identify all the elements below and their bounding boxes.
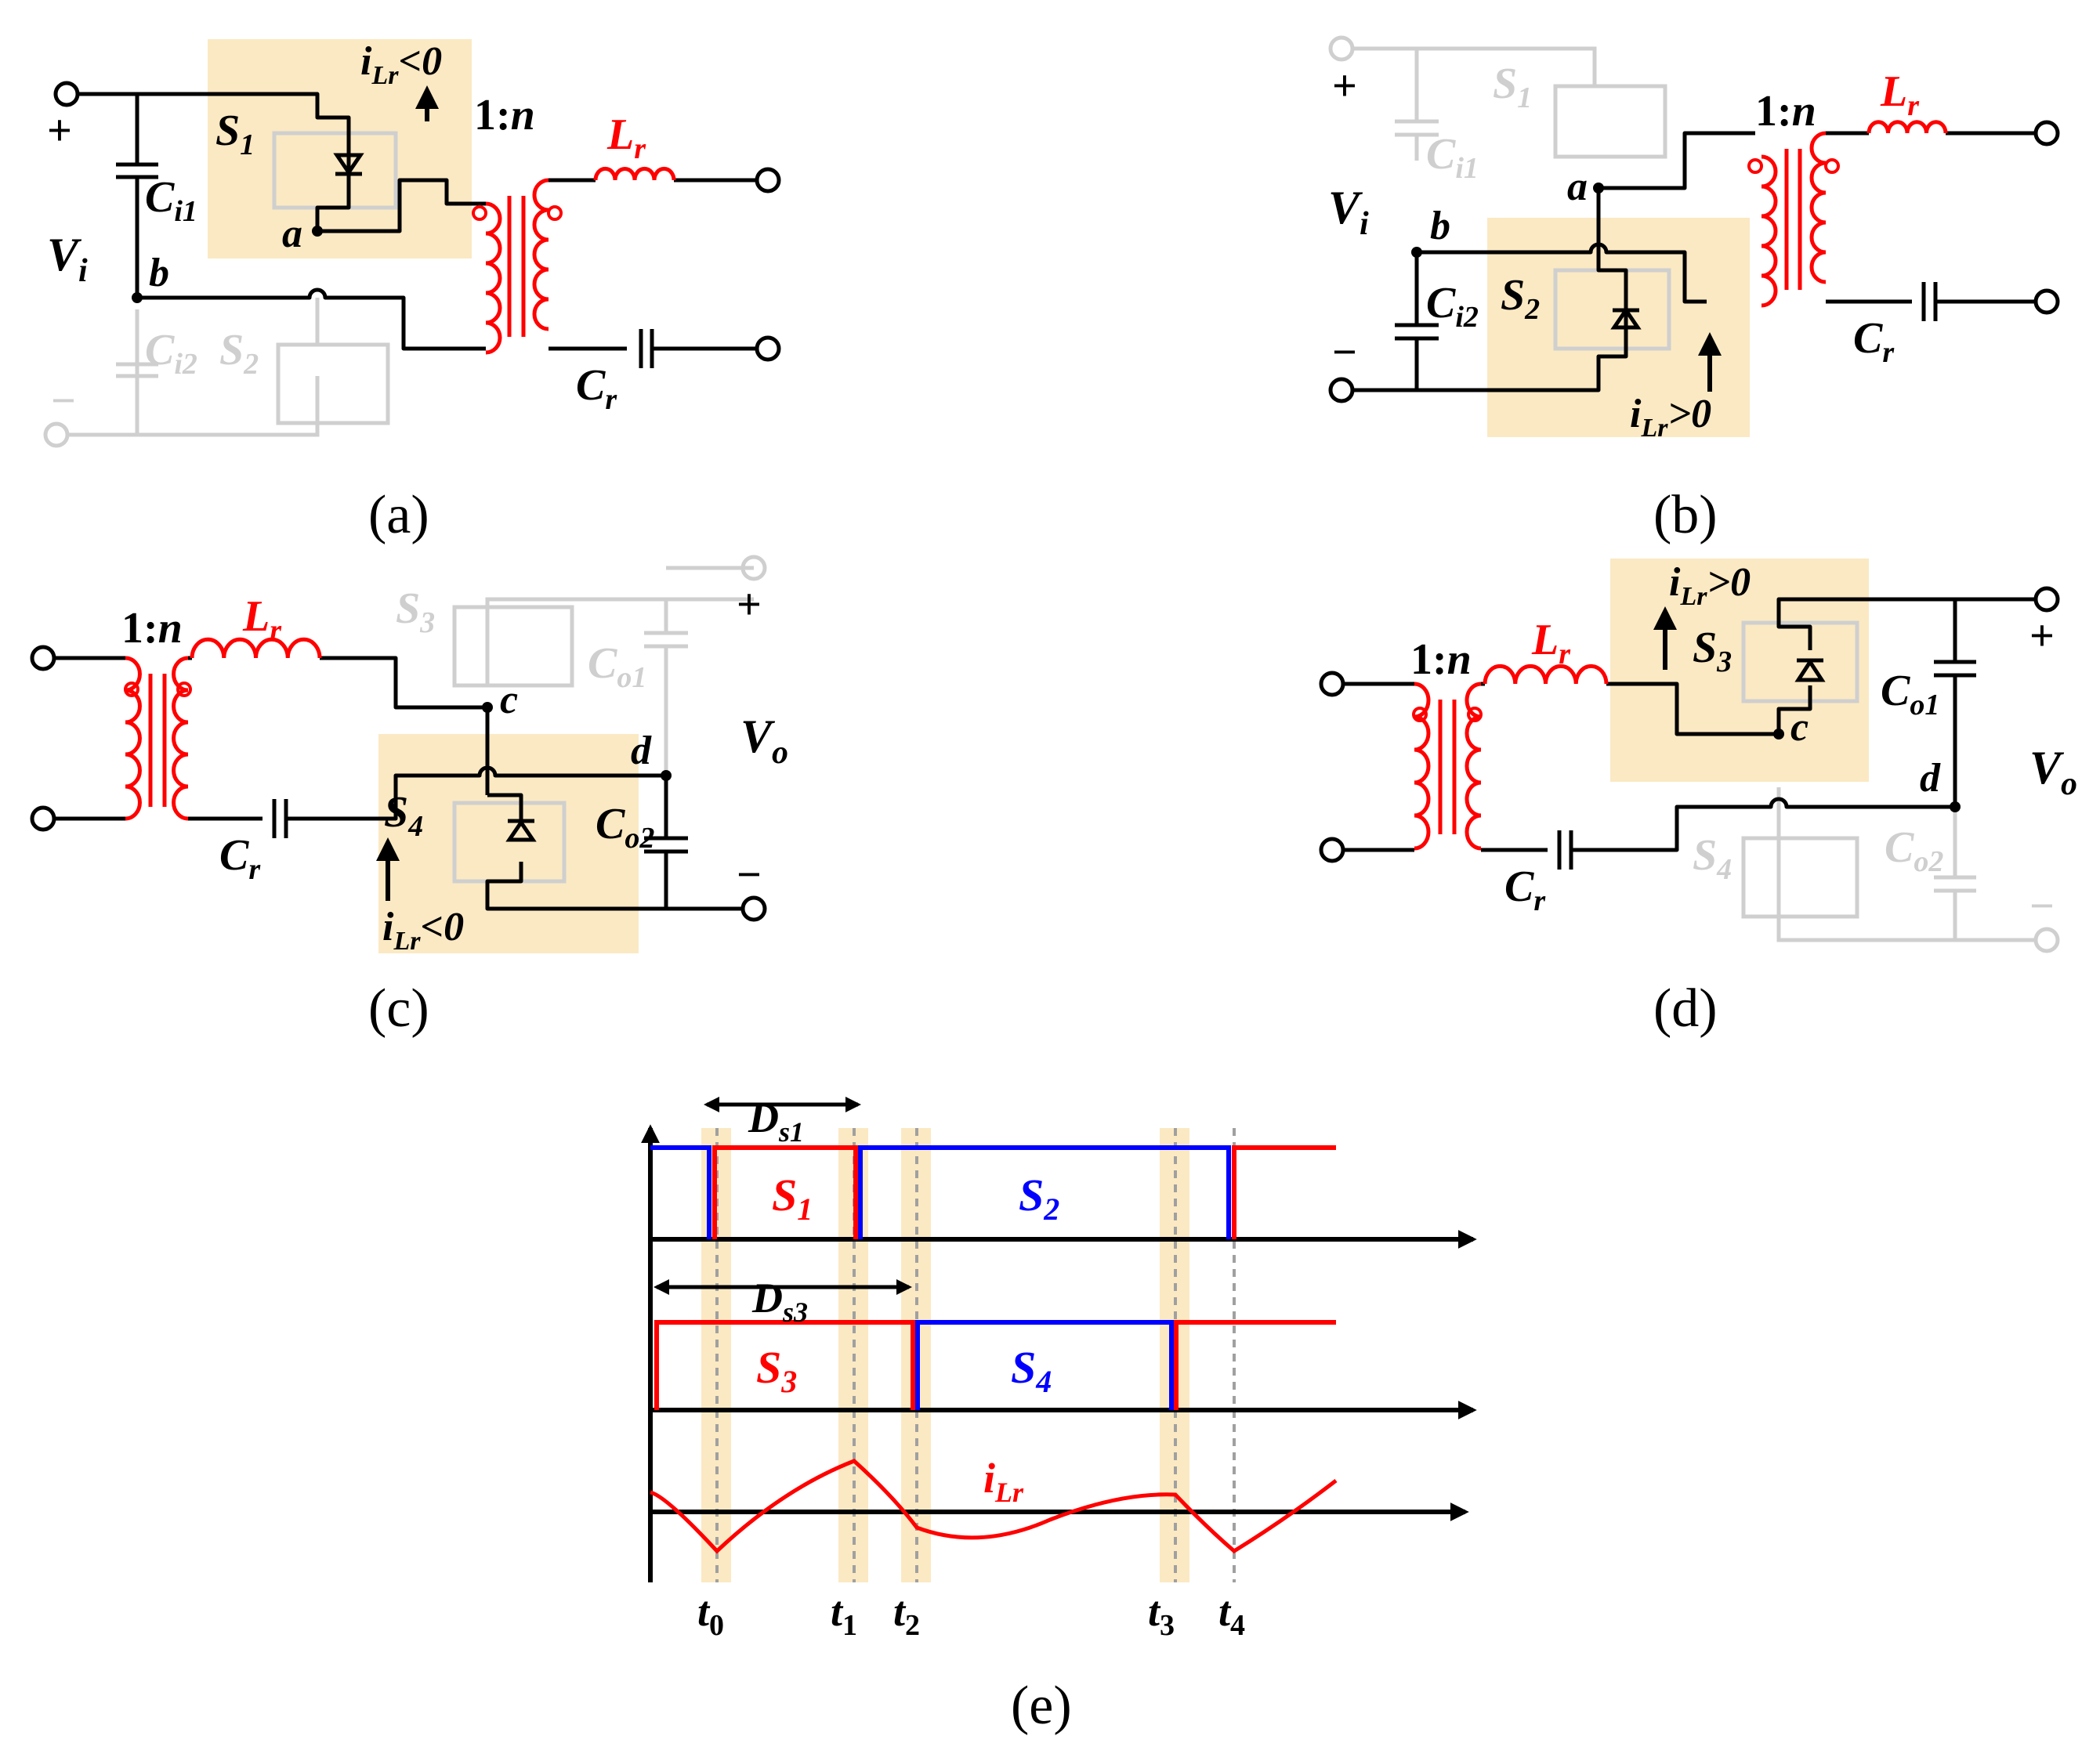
node-a-label: a	[282, 212, 302, 256]
ilr-waveform	[650, 1459, 1338, 1554]
s3-timing-label: S3	[756, 1342, 797, 1399]
co1-label-d: Co1	[1881, 667, 1939, 721]
lr-label-d: Lr	[1531, 616, 1571, 671]
node-a-label-b: a	[1567, 165, 1588, 209]
s3-label-c: S3	[396, 584, 435, 639]
plus-sign: +	[47, 107, 72, 155]
caption-b: (b)	[1653, 485, 1718, 545]
vo-label-c: Vo	[740, 711, 788, 771]
ci1-label-b: Ci1	[1426, 130, 1479, 185]
transformer-c	[124, 656, 192, 821]
ds3-label: Ds3	[751, 1275, 808, 1328]
vi-label-b: Vi	[1328, 182, 1369, 242]
ilr-label-d: iLr>0	[1669, 560, 1751, 611]
lr-label-c: Lr	[242, 592, 282, 647]
panel-d: + − Vo Co1 Co2 S3 S4 c d iLr>0 1:n Lr Cr…	[1319, 559, 2077, 1039]
ci1-label: Ci1	[145, 173, 197, 228]
inactive-s4-branch	[1741, 787, 2060, 953]
panel-e: Ds1 Ds3 S1 S2 S3 S4 iLr t0 t1 t2 t3 t4 (…	[641, 1094, 1477, 1736]
s1-label: S1	[215, 107, 255, 161]
s4-highlight	[378, 734, 639, 953]
transformer-d	[1412, 682, 1483, 851]
node-c-label-d: c	[1790, 705, 1809, 750]
vo-label-d: Vo	[2029, 742, 2077, 802]
panel-d-wires	[1319, 586, 2060, 870]
s2-timing-label: S2	[1019, 1170, 1059, 1227]
inactive-s1-branch	[1328, 35, 1667, 161]
vi-label: Vi	[47, 229, 88, 289]
s4-label-d: S4	[1693, 831, 1732, 886]
node-b-label-b: b	[1430, 204, 1450, 248]
turns-ratio-label-d: 1:n	[1410, 635, 1472, 684]
s1-label-b: S1	[1493, 60, 1532, 114]
s1-timing-label: S1	[772, 1170, 813, 1227]
node-c-label-c: c	[500, 678, 518, 722]
caption-d: (d)	[1653, 978, 1718, 1039]
ilr-label: iLr<0	[360, 39, 442, 90]
node-d-label-c: d	[631, 729, 652, 773]
panel-a-wires	[53, 81, 781, 368]
cr-label-b: Cr	[1853, 314, 1895, 369]
caption-e: (e)	[1011, 1676, 1072, 1736]
caption-c: (c)	[368, 978, 429, 1039]
transformer-b	[1747, 131, 1840, 308]
node-d-label-d: d	[1920, 756, 1941, 801]
s3-s4-waveform	[654, 1320, 1336, 1410]
ilr-label-c: iLr<0	[382, 905, 464, 956]
plus-sign-b: +	[1332, 62, 1357, 110]
panel-b: + − Vi Ci1 Ci2 S1 S2 a b iLr>0 1:n Lr Cr…	[1328, 35, 2060, 545]
s4-timing-label: S4	[1011, 1342, 1052, 1399]
t1-label: t1	[831, 1588, 857, 1642]
caption-a: (a)	[368, 485, 429, 545]
co2-label-d: Co2	[1885, 823, 1943, 878]
s2-label-b: S2	[1501, 271, 1540, 326]
s1-highlight	[208, 39, 472, 259]
turns-ratio-label-b: 1:n	[1755, 87, 1816, 136]
ds1-label: Ds1	[748, 1094, 804, 1148]
inactive-s2-branch	[43, 298, 390, 448]
ci2-label: Ci2	[145, 326, 197, 381]
minus-sign: −	[51, 377, 76, 425]
minus-sign-b: −	[1332, 328, 1357, 377]
cr-label-c: Cr	[219, 831, 261, 886]
turns-ratio-label-c: 1:n	[121, 604, 183, 653]
co2-label-c: Co2	[596, 800, 654, 855]
panel-b-wires	[1328, 120, 2060, 403]
t3-label: t3	[1148, 1588, 1175, 1642]
cr-label-d: Cr	[1504, 862, 1546, 917]
inductor-lr-a	[593, 166, 676, 181]
inactive-s3-branch	[452, 555, 767, 776]
t4-label: t4	[1218, 1588, 1245, 1642]
plus-sign-d: +	[2029, 612, 2055, 660]
ilr-timing-label: iLr	[983, 1455, 1024, 1508]
timing-axes	[641, 1124, 1477, 1582]
plus-sign-c: +	[737, 580, 762, 629]
lr-label: Lr	[606, 110, 646, 165]
panel-c: + − Vo Co1 Co2 S3 S4 c d iLr<0 1:n Lr Cr…	[30, 555, 788, 1039]
s2-label: S2	[219, 326, 259, 381]
s4-label-c: S4	[384, 788, 423, 843]
lr-label-b: Lr	[1880, 67, 1920, 122]
t0-label: t0	[697, 1588, 724, 1642]
inductor-lr-c	[190, 637, 322, 659]
co1-label-c: Co1	[588, 639, 646, 694]
s3-label-d: S3	[1693, 624, 1732, 678]
node-b-label: b	[149, 251, 169, 295]
panel-a: + − Vi Ci1 Ci2 S1 S2 a b iLr<0 1:n Lr Cr…	[43, 39, 781, 545]
minus-sign-c: −	[737, 851, 762, 899]
ci2-label-b: Ci2	[1426, 279, 1479, 334]
cr-label: Cr	[576, 361, 617, 416]
ilr-label-b: iLr>0	[1630, 392, 1711, 443]
turns-ratio-label: 1:n	[474, 91, 535, 139]
s1-s2-waveform	[650, 1145, 1336, 1239]
transformer-a	[472, 178, 563, 355]
s3-highlight	[1610, 559, 1869, 782]
t2-label: t2	[893, 1588, 920, 1642]
inductor-lr-d	[1483, 664, 1609, 685]
inductor-lr-b	[1866, 120, 1948, 134]
s3-body-gray	[1741, 620, 1859, 703]
minus-sign-d: −	[2029, 882, 2055, 931]
